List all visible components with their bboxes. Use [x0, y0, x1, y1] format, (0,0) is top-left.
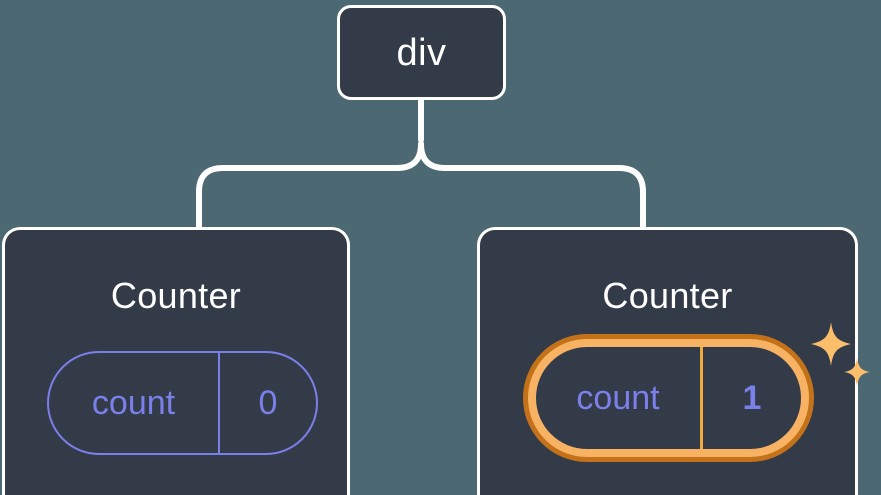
state-pill-count-left[interactable]: count 0 [47, 351, 318, 455]
state-pill-count-right-highlighted[interactable]: count 1 [523, 334, 814, 462]
node-counter-left[interactable]: Counter count 0 [2, 227, 350, 495]
state-value-label: 1 [742, 378, 762, 417]
node-div[interactable]: div [337, 5, 506, 100]
sparkles-group [811, 322, 870, 386]
state-key-label: count [49, 353, 220, 453]
state-pill-inner: count 1 [536, 347, 801, 449]
node-counter-left-title: Counter [110, 275, 242, 316]
state-key-label: count [536, 347, 703, 449]
sparkle-large-icon [811, 322, 851, 366]
node-counter-right[interactable]: Counter count 1 [477, 227, 870, 495]
sparkle-small-icon [844, 358, 870, 386]
connector-to-right-child [418, 141, 646, 230]
node-div-label: div [396, 31, 447, 74]
state-value-label: 0 [258, 383, 278, 422]
connector-to-left-child [196, 141, 424, 230]
node-counter-right-title: Counter [602, 275, 733, 316]
